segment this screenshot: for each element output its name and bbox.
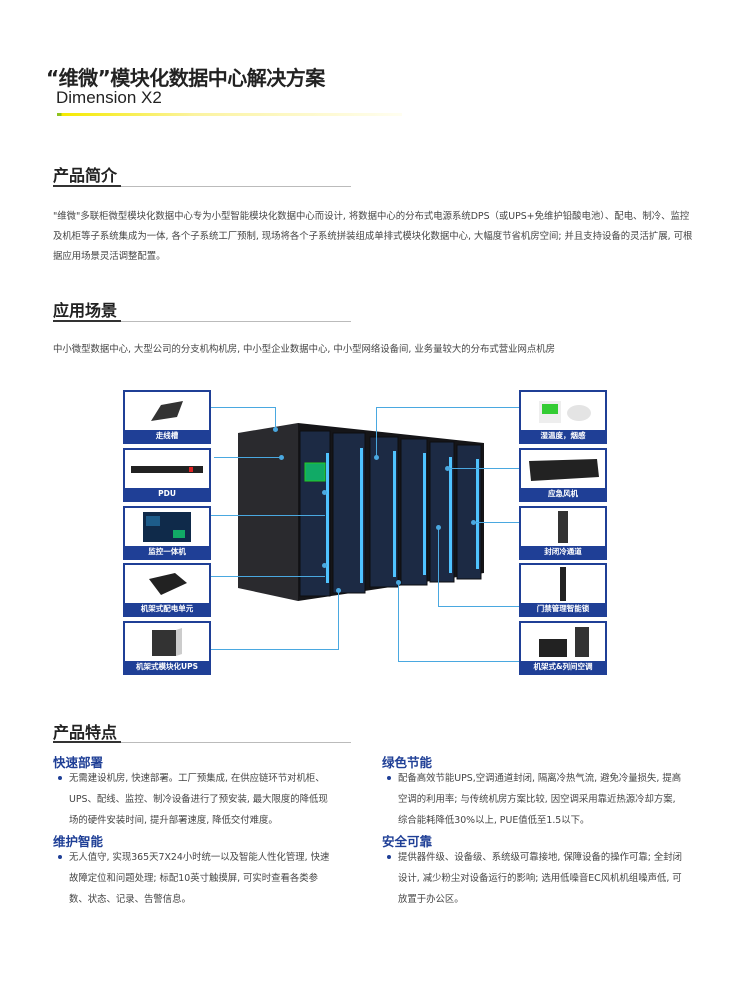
- callout-line: [338, 590, 339, 649]
- callout-line: [438, 527, 439, 606]
- feature-text: 配备高效节能UPS,空调通道封闭, 隔离冷热气流, 避免冷量损失, 提高空调的利…: [382, 768, 682, 831]
- divider: [53, 185, 351, 187]
- component-cold-aisle: 封闭冷通道: [519, 506, 607, 560]
- feature-title: 绿色节能: [382, 755, 433, 770]
- callout-line: [473, 522, 519, 523]
- callout-line: [214, 457, 280, 458]
- feature-title: 安全可靠: [382, 834, 433, 849]
- component-ups: 机架式模块化UPS: [123, 621, 211, 675]
- callout-dot: [322, 490, 327, 495]
- section-heading-features: 产品特点: [53, 723, 118, 742]
- air-conditioner-image: [521, 623, 605, 661]
- feature-text: 无人值守, 实现365天7X24小时统一以及智能人性化管理, 快速故障定位和问题…: [53, 847, 331, 910]
- component-monitor: 监控一体机: [123, 506, 211, 560]
- callout-line: [438, 606, 519, 607]
- intro-text: "维微"多联柜微型模块化数据中心专为小型智能模块化数据中心而设计, 将数据中心的…: [53, 211, 693, 262]
- page-subtitle: Dimension X2: [56, 88, 162, 107]
- pdu-image: [125, 450, 209, 488]
- callout-line: [211, 515, 325, 516]
- divider: [53, 320, 351, 322]
- scenario-text: 中小微型数据中心, 大型公司的分支机构机房, 中小型企业数据中心, 中小型网络设…: [53, 344, 555, 355]
- component-fan: 应急风机: [519, 448, 607, 502]
- component-pdu-unit: 机架式配电单元: [123, 563, 211, 617]
- callout-dot: [436, 525, 441, 530]
- callout-line: [398, 582, 399, 661]
- component-sensors: 湿温度，烟感: [519, 390, 607, 444]
- cold-aisle-image: [521, 508, 605, 546]
- callout-dot: [322, 563, 327, 568]
- ups-image: [125, 623, 209, 661]
- callout-line: [398, 661, 519, 662]
- pdu-unit-image: [125, 565, 209, 603]
- component-air-conditioner: 机架式&列间空调: [519, 621, 607, 675]
- section-heading-intro: 产品简介: [53, 166, 118, 185]
- page-title: “维微”模块化数据中心解决方案: [46, 66, 325, 90]
- callout-dot: [471, 520, 476, 525]
- feature-text: 提供器件级、设备级、系统级可靠接地, 保障设备的操作可靠; 全封闭设计, 减少粉…: [382, 847, 682, 910]
- divider: [53, 741, 351, 743]
- monitor-image: [125, 508, 209, 546]
- component-pdu: PDU: [123, 448, 211, 502]
- callout-line: [376, 407, 519, 408]
- callout-dot: [374, 455, 379, 460]
- title-underline: [57, 113, 402, 116]
- smart-lock-image: [521, 565, 605, 603]
- callout-dot: [273, 427, 278, 432]
- callout-line: [211, 407, 275, 408]
- component-smart-lock: 门禁管理智能锁: [519, 563, 607, 617]
- callout-line: [275, 407, 276, 428]
- component-cable-tray: 走线槽: [123, 390, 211, 444]
- callout-line: [211, 576, 325, 577]
- cabinet-image: [238, 423, 484, 601]
- sensor-image: [521, 392, 605, 430]
- callout-dot: [279, 455, 284, 460]
- callout-line: [376, 407, 377, 457]
- callout-dot: [336, 588, 341, 593]
- feature-title: 维护智能: [53, 834, 104, 849]
- feature-text: 无需建设机房, 快速部署。工厂预集成, 在供应链环节对机柜、UPS、配线、监控、…: [53, 768, 331, 831]
- fan-image: [521, 450, 605, 488]
- callout-line: [447, 468, 519, 469]
- feature-title: 快速部署: [53, 755, 104, 770]
- section-heading-scenario: 应用场景: [53, 301, 118, 320]
- callout-dot: [445, 466, 450, 471]
- cable-tray-image: [125, 392, 209, 430]
- callout-line: [211, 649, 339, 650]
- callout-dot: [396, 580, 401, 585]
